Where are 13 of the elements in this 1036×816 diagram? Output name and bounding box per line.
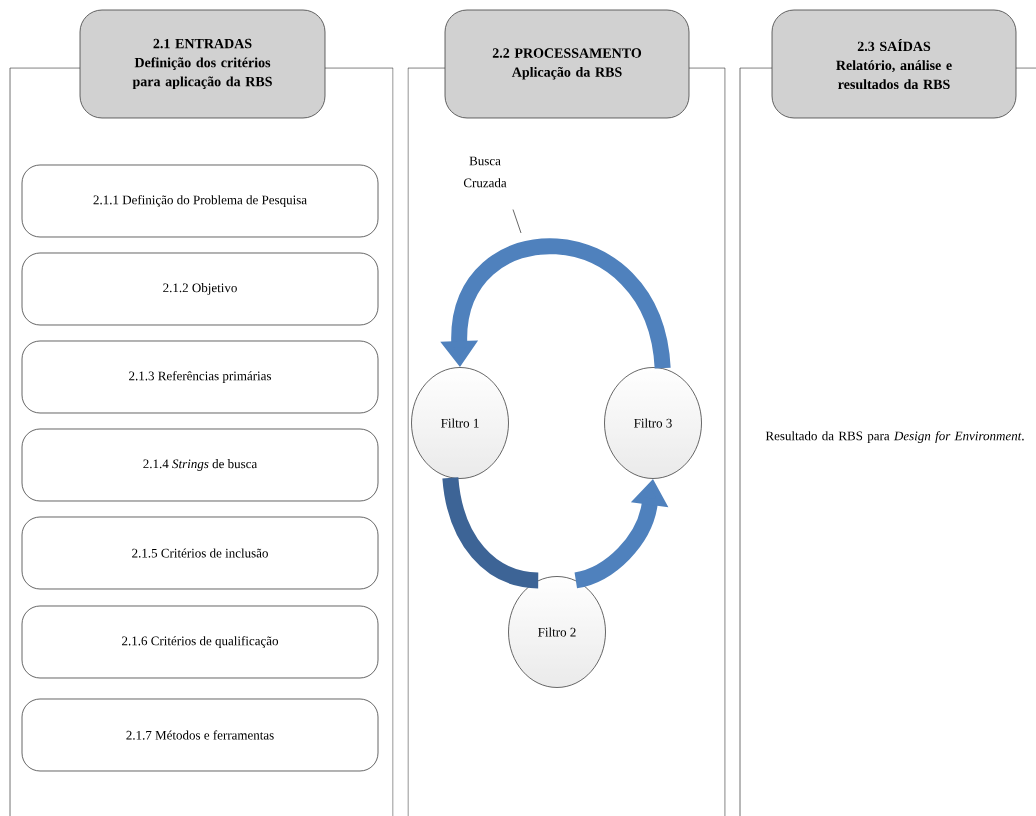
header-tab: 2.2 PROCESSAMENTO Aplicação da RBS	[444, 9, 690, 119]
result-text: Resultado da RBS para Design for Environment.	[765, 431, 1024, 443]
leader-line	[512, 209, 522, 234]
item-box: 2.1.2 Objetivo	[21, 252, 379, 326]
item-box: 2.1.5 Critérios de inclusão	[21, 516, 379, 590]
item-box: 2.1.3 Referências primárias	[21, 340, 379, 414]
item-box: 2.1.6 Critérios de qualificação	[21, 605, 379, 679]
item-box: 2.1.1 Definição do Problema de Pesquisa	[21, 164, 379, 238]
header-tab: 2.1 ENTRADAS Definição dos critérios para aplicação da RBS	[79, 9, 326, 119]
item-box: 2.1.7 Métodos e ferramentas	[21, 698, 379, 772]
item-box: 2.1.4 Strings de busca	[21, 428, 379, 502]
callout-text: Busca Cruzada	[463, 156, 507, 188]
header-tab: 2.3 SAÍDAS Relatório, análise e resultados da RBS	[771, 9, 1017, 119]
